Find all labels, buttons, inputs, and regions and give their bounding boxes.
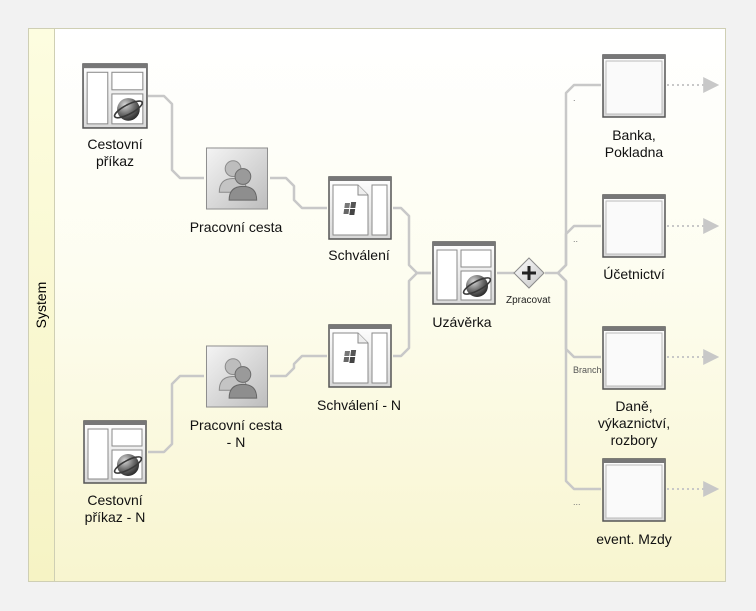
form-globe-icon[interactable] [432,241,496,305]
branch-label: . [573,93,576,103]
form-globe-icon[interactable] [83,420,147,484]
blank-form-icon[interactable] [602,458,666,522]
connector-lines [148,83,601,491]
blank-form-icon[interactable] [602,194,666,258]
connector[interactable] [545,83,601,275]
connector[interactable] [393,271,431,358]
node-label-ucetnictvi: Účetnictví [603,266,665,282]
parallel-gateway[interactable] [513,257,545,289]
node-label-mzdy: event. Mzdy [596,531,672,547]
users-icon[interactable] [205,345,269,408]
node-label-schvaleni-n: Schválení - N [316,397,402,413]
windows-document-icon[interactable] [328,324,392,388]
blank-form-icon[interactable] [602,54,666,118]
outgoing-arrows [667,77,720,497]
connector[interactable] [557,272,601,491]
node-label-cestovni-prikaz: Cestovní příkaz [87,136,143,169]
connector[interactable] [557,224,601,274]
form-globe-icon[interactable] [82,63,148,129]
connector[interactable] [393,206,431,275]
node-label-cestovni-prikaz-n: Cestovní příkaz - N [84,492,146,525]
gateway-label: Zpracovat [506,295,551,306]
connector[interactable] [270,176,327,210]
branch-label: ... [573,497,581,507]
node-label-pracovni-cesta: Pracovní cesta [189,219,283,235]
plus-icon [522,266,536,280]
blank-form-icon[interactable] [602,326,666,390]
node-label-uzaverka: Uzávěrka [432,314,492,330]
connector[interactable] [557,272,601,359]
branch-label: .. [573,234,579,244]
swimlane-header[interactable] [28,28,55,582]
connector[interactable] [148,374,204,454]
connector[interactable] [148,94,204,180]
users-icon[interactable] [205,147,269,210]
branch-label: Branch [573,365,602,375]
windows-document-icon[interactable] [328,176,392,240]
node-label-dane: Daně, výkaznictví, rozbory [597,398,671,448]
node-label-pracovni-cesta-n: Pracovní cesta - N [189,417,283,450]
node-label-banka: Banka, Pokladna [604,127,664,160]
connector[interactable] [270,354,327,378]
node-label-schvaleni: Schválení [328,247,390,263]
